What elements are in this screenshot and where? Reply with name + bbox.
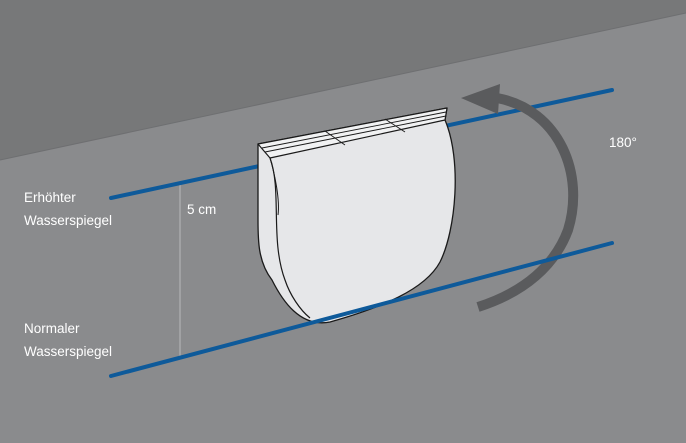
raised-water-level-line-2: Wasserspiegel xyxy=(24,213,113,228)
rotation-angle-label: 180° xyxy=(609,135,637,150)
background-upper-wall xyxy=(0,0,686,160)
normal-water-level-line-1: Normaler xyxy=(24,321,80,336)
object-top-divider-1 xyxy=(324,130,346,146)
floating-object xyxy=(257,107,456,324)
distance-label: 5 cm xyxy=(187,202,217,217)
rotation-arrowhead xyxy=(461,84,500,114)
rotation-arrow-shaft xyxy=(476,93,579,312)
object-side-contour xyxy=(269,157,311,319)
raised-water-level-line-1: Erhöhter xyxy=(24,190,76,205)
object-top-line-1 xyxy=(261,111,447,149)
normal-water-level-line-2: Wasserspiegel xyxy=(24,344,113,359)
object-front-ridge xyxy=(269,157,279,216)
object-top-divider-2 xyxy=(384,118,406,133)
normal-water-line xyxy=(109,241,614,378)
normal-water-level-label: Normaler Wasserspiegel xyxy=(24,317,112,363)
object-body xyxy=(257,107,456,324)
wall-edge xyxy=(0,12,686,161)
object-top-line-2 xyxy=(264,115,447,153)
curved-arrow-icon xyxy=(461,84,579,312)
object-top-face xyxy=(257,107,448,159)
raised-water-level-label: Erhöhter Wasserspiegel xyxy=(24,186,112,232)
